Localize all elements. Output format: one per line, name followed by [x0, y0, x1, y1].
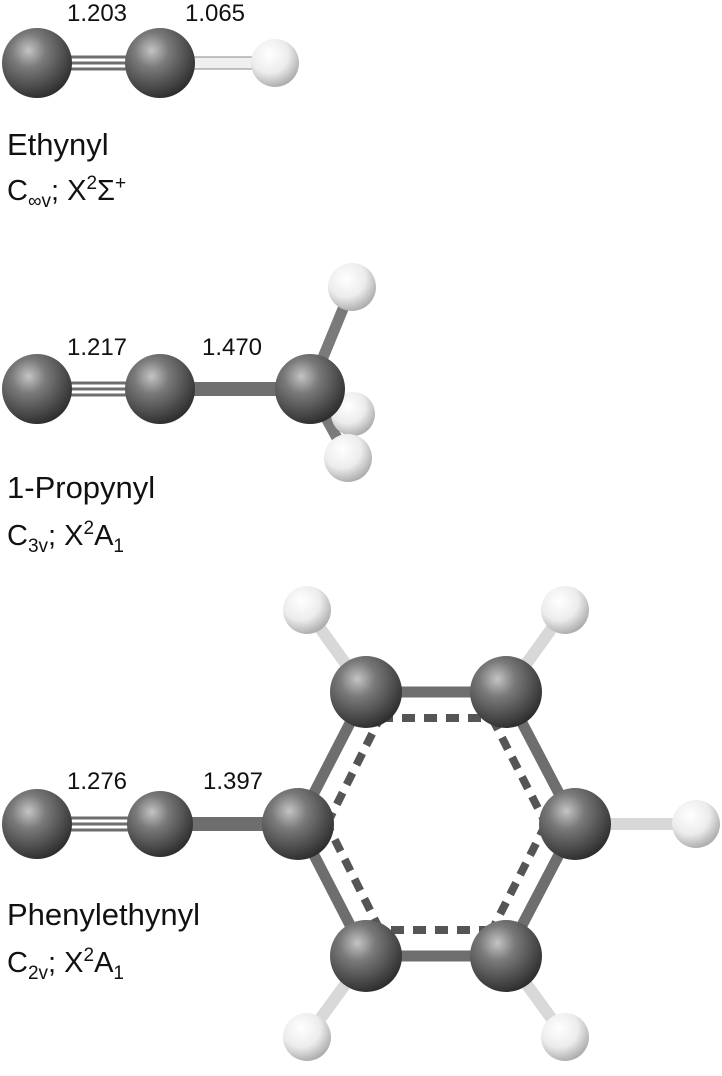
molecule-phenylethynyl: 1.276 1.397 Phenylethynyl C2v; X2A1 [2, 586, 720, 1061]
carbon-atom [125, 354, 195, 424]
carbon-atom [262, 788, 334, 860]
cc-single-bond [160, 382, 310, 396]
hydrogen-atom [324, 434, 372, 482]
bond-length-label: 1.470 [202, 334, 262, 361]
carbon-atom [470, 656, 542, 728]
ring-bonds [292, 686, 581, 962]
bond-length-label: 1.217 [67, 334, 127, 361]
carbon-atom [330, 656, 402, 728]
aromatic-dashes [323, 714, 550, 934]
symmetry-label: C2v; X2A1 [7, 945, 124, 984]
symmetry-label: C3v; X2A1 [7, 518, 124, 557]
molecule-name: Ethynyl [7, 127, 109, 162]
hydrogen-atom [541, 586, 589, 634]
hydrogen-atom [251, 39, 299, 87]
carbon-atom [539, 788, 611, 860]
molecule-name: Phenylethynyl [7, 897, 200, 932]
carbon-atom [330, 920, 402, 992]
bond-length-label: 1.203 [67, 0, 127, 27]
hydrogen-atom [541, 1013, 589, 1061]
bond-length-label: 1.065 [185, 0, 245, 27]
hydrogen-atom [672, 800, 720, 848]
carbon-atom [125, 28, 195, 98]
carbon-atom [2, 789, 72, 859]
carbon-atom [2, 28, 72, 98]
molecule-propynyl: 1.217 1.470 1-Propynyl C3v; X2A1 [2, 263, 376, 557]
carbon-atom [470, 920, 542, 992]
bond-length-label: 1.276 [67, 768, 127, 795]
carbon-atom [2, 354, 72, 424]
molecule-ethynyl: 1.203 1.065 Ethynyl C∞v; X2Σ+ [2, 0, 299, 212]
carbon-atom [275, 354, 345, 424]
hydrogen-atom [328, 263, 376, 311]
hydrogen-atom [283, 1013, 331, 1061]
molecule-name: 1-Propynyl [7, 470, 155, 505]
symmetry-label: C∞v; X2Σ+ [7, 173, 126, 212]
bond-length-label: 1.397 [203, 768, 263, 795]
hydrogen-atom [283, 586, 331, 634]
carbon-atom [127, 791, 193, 857]
